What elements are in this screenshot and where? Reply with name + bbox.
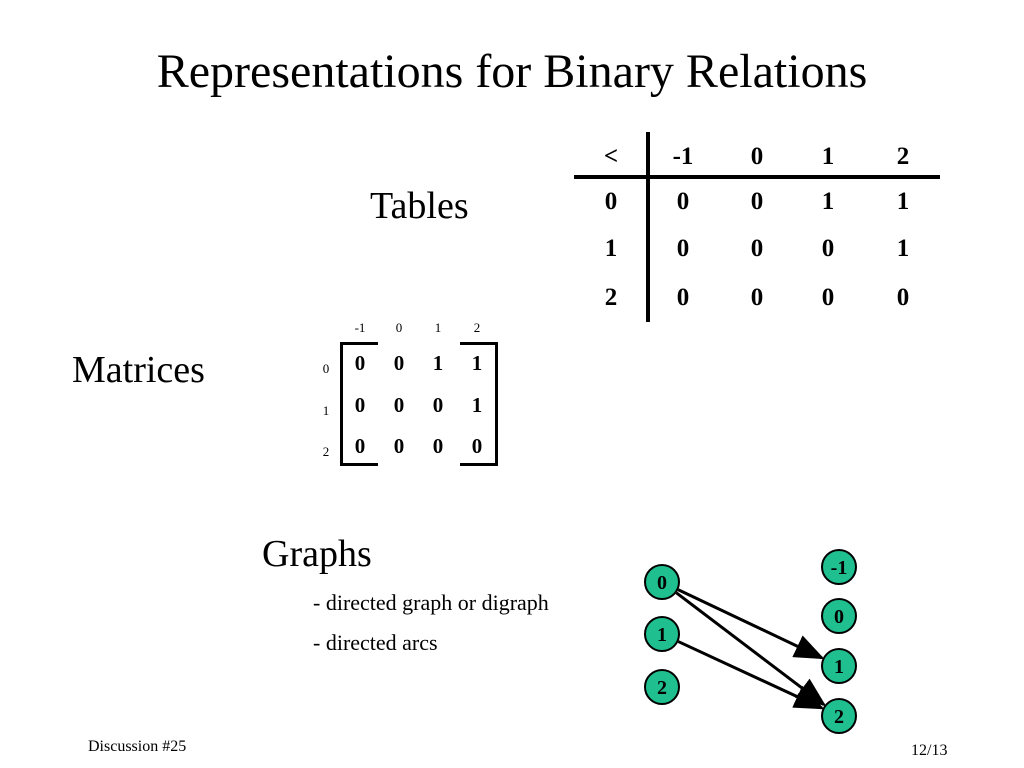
matrix-column-label: 1 [434,320,442,335]
graph-arc [677,588,825,660]
matrix-cell: 0 [471,434,483,458]
graph-node-circle [821,598,857,634]
matrix-cell: 0 [354,393,366,417]
table-cell: 0 [896,284,910,311]
matrix-cell: 0 [432,434,444,458]
graph-node-circle [821,648,857,684]
table-corner-symbol: < [603,143,619,170]
graphs-label: Graphs [262,533,372,575]
table-row-header: 0 [604,188,618,215]
matrix-cell: 0 [354,351,366,375]
matrix-left-bracket [340,342,343,466]
table-cell: 0 [750,188,764,215]
matrix-column-label: -1 [354,320,366,335]
table-cell: 0 [750,235,764,262]
table-row-header: 1 [604,235,618,262]
matrix-column-label: 2 [473,320,481,335]
graph-node-circle [644,669,680,705]
table-row-header: 2 [604,284,618,311]
table-cell: 0 [676,235,690,262]
table-header-rule [574,175,940,179]
table-cell: 0 [676,188,690,215]
matrix-cell: 1 [471,393,483,417]
table-cell: 0 [750,284,764,311]
page-number: 12/13 [911,742,948,759]
table-cell: 1 [896,235,910,262]
matrix-right-bracket-top [460,342,498,345]
table-cell: 1 [821,188,835,215]
relation-table: < -1 0 1 2 0 0 0 1 1 1 0 0 0 1 2 0 0 0 0 [0,0,1024,330]
matrix-cell: 0 [393,351,405,375]
graph-node-label: 0 [657,572,667,594]
graph-node-right: -1 [821,549,857,585]
matrix-left-bracket-bottom [340,463,378,466]
graph-node-right: 0 [821,598,857,634]
graph-node-label: 1 [657,624,667,646]
graph-node-left: 1 [644,616,680,652]
matrix-column-label: 0 [395,320,403,335]
graph-node-circle [821,549,857,585]
relation-matrix: -1 0 1 2 0 0 0 1 1 1 0 0 0 1 2 0 0 0 0 [322,320,498,466]
matrix-row-label: 0 [322,361,330,376]
matrix-right-bracket-bottom [460,463,498,466]
footer-left: Discussion #25 [88,738,187,755]
graph-node-circle [644,564,680,600]
matrix-row-label: 1 [322,403,330,418]
matrix-cell: 1 [471,351,483,375]
page-title: Representations for Binary Relations [156,45,868,98]
graph-node-left: 0 [644,564,680,600]
graph-node-label: 2 [657,677,667,699]
table-column-header: 2 [896,143,910,170]
table-column-header: -1 [672,143,694,170]
graph-node-circle [644,616,680,652]
tables-label: Tables [370,185,469,227]
table-label-rule [646,132,650,322]
graph-node-right: 2 [821,698,857,734]
matrix-row-label: 2 [322,444,330,459]
graph-bullet: - directed graph or digraph [313,590,549,615]
matrix-cell: 0 [393,434,405,458]
table-cell: 0 [821,284,835,311]
graph-node-right: 1 [821,648,857,684]
table-column-header: 1 [821,143,835,170]
graph-node-label: 1 [834,656,844,678]
graph-arc [677,640,825,710]
matrix-cell: 1 [432,351,444,375]
graph-node-circle [821,698,857,734]
graph-node-left: 2 [644,669,680,705]
table-cell: 0 [676,284,690,311]
matrix-cell: 0 [354,434,366,458]
graph-node-label: 2 [834,706,844,728]
matrices-label: Matrices [72,349,205,391]
matrix-left-bracket-top [340,342,378,345]
matrix-cell: 0 [393,393,405,417]
graph-node-label: -1 [831,557,848,579]
graph-node-label: 0 [834,606,844,628]
table-cell: 0 [821,235,835,262]
table-cell: 1 [896,188,910,215]
matrix-cell: 0 [432,393,444,417]
table-column-header: 0 [750,143,764,170]
graph-bullet: - directed arcs [313,630,438,655]
matrix-right-bracket [495,342,498,466]
